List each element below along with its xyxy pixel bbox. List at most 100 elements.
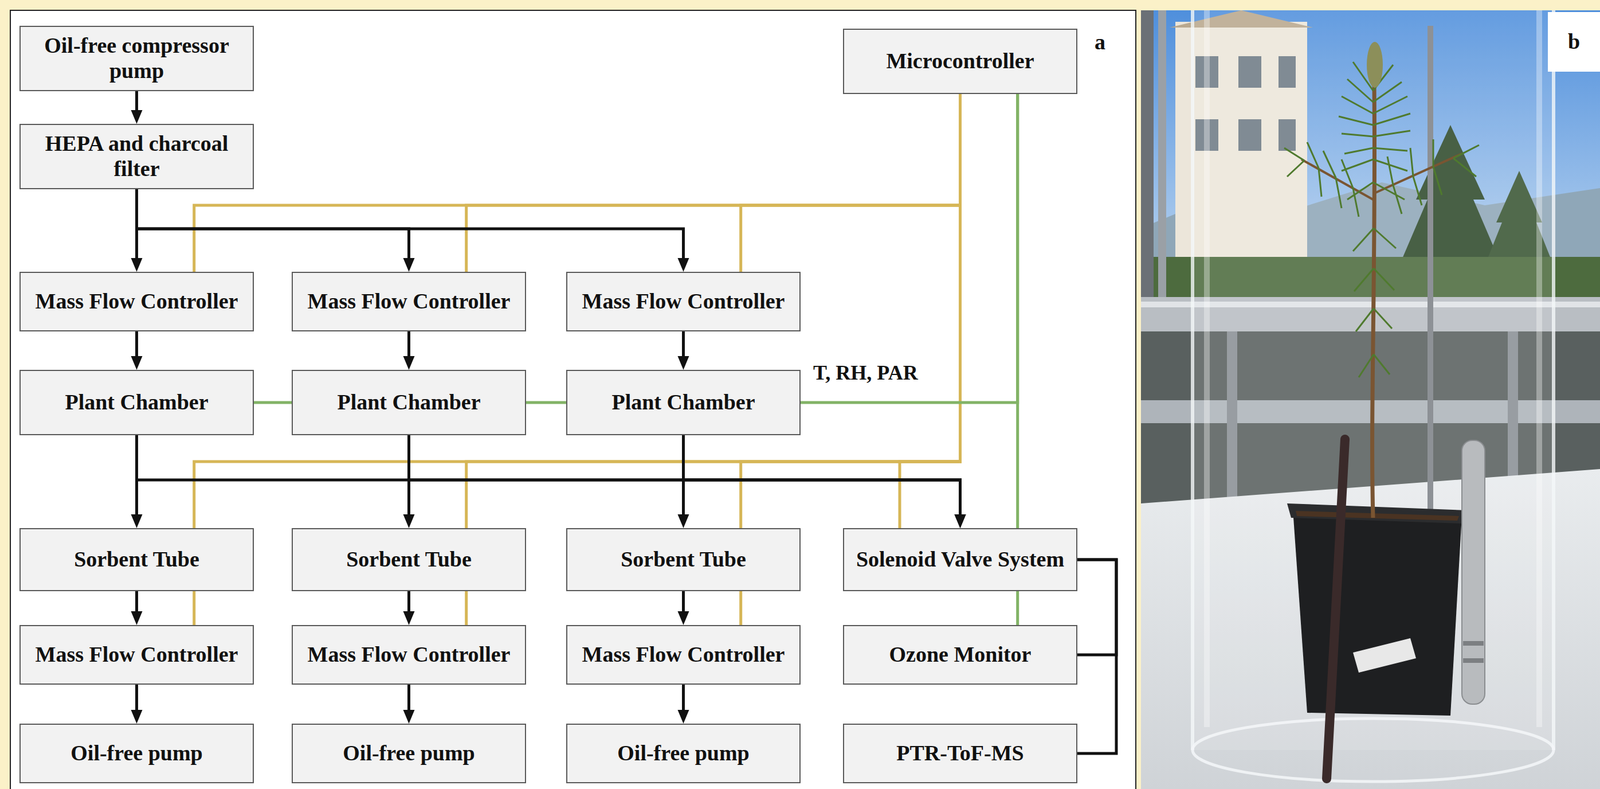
arrow-head: [954, 514, 967, 528]
arrow-head: [403, 514, 415, 528]
process-box: Plant Chamber: [566, 369, 801, 435]
arrow-head: [677, 610, 690, 625]
sensor-probe: [1461, 440, 1485, 704]
control-wire-line: [899, 93, 961, 528]
arrow-head: [403, 355, 415, 370]
flow-arrow: [677, 331, 690, 370]
sensor-wire-line: [526, 401, 567, 405]
flow-arrow-line: [135, 91, 139, 112]
panel-a-frame: [10, 10, 1136, 789]
flow-arrow: [403, 684, 415, 724]
arrow-head: [131, 514, 143, 528]
flow-arrow-line: [136, 189, 410, 260]
box-label: Mass Flow Controller: [307, 288, 511, 315]
flow-arrow: [136, 189, 415, 272]
box-label: Solenoid Valve System: [856, 546, 1065, 572]
metal-rod: [1427, 25, 1434, 525]
box-label: Oil-free pump: [617, 740, 749, 766]
flow-arrow-line: [681, 331, 685, 358]
process-box: Sorbent Tube: [19, 527, 254, 591]
flow-arrow: [136, 434, 967, 528]
sensor-wire: [253, 402, 292, 403]
box-label: Mass Flow Controller: [35, 288, 239, 315]
plant-chamber-photo: [1140, 10, 1600, 789]
flow-arrow: [677, 684, 690, 724]
sensor-wire-line: [253, 401, 292, 405]
arrow-head: [954, 514, 967, 528]
flow-arrow-line: [135, 684, 139, 712]
flow-arrow: [136, 189, 690, 272]
box-label: Oil-free pump: [70, 740, 203, 766]
process-box: Plant Chamber: [19, 369, 254, 435]
process-box: PTR-ToF-MS: [842, 723, 1078, 783]
box-label: Mass Flow Controller: [582, 641, 786, 668]
process-box: Microcontroller: [842, 28, 1078, 94]
flow-arrow: [683, 434, 967, 528]
box-label: Oil-free compressor pump: [28, 33, 246, 84]
sensor-wire-line: [800, 93, 1018, 403]
flow-arrow: [403, 331, 415, 370]
arrow-head: [677, 257, 690, 272]
box-label: Microcontroller: [885, 48, 1034, 74]
control-wire: [899, 93, 961, 528]
signal-label: T, RH, PAR: [810, 361, 921, 385]
sensor-wire: [800, 93, 1018, 403]
flow-arrow-line: [136, 434, 961, 516]
arrow-head: [131, 355, 143, 370]
box-label: Mass Flow Controller: [582, 288, 786, 315]
box-label: Mass Flow Controller: [307, 641, 511, 668]
panel-letter: b: [1547, 12, 1600, 72]
flow-arrow: [131, 331, 143, 370]
pot-rim: [1287, 503, 1468, 524]
flow-arrow-line: [683, 434, 961, 516]
process-box: Plant Chamber: [291, 369, 527, 435]
box-label: Plant Chamber: [611, 389, 755, 415]
plant-stem: [1372, 84, 1375, 518]
process-box: Sorbent Tube: [566, 527, 801, 591]
control-wire: [194, 93, 961, 272]
arrow-head: [403, 257, 415, 272]
flow-arrow: [131, 91, 143, 124]
process-box: Oil-free compressor pump: [19, 25, 254, 92]
plant-branch: [1301, 153, 1462, 200]
arrow-head: [131, 110, 143, 124]
flow-arrow: [677, 590, 690, 625]
control-wire-line: [466, 93, 961, 272]
box-label: Oil-free pump: [342, 740, 475, 766]
process-box: Mass Flow Controller: [291, 271, 527, 332]
arrow-head: [131, 610, 143, 625]
arrow-head: [403, 610, 415, 625]
arrow-head: [954, 514, 967, 528]
process-box: Mass Flow Controller: [566, 271, 801, 332]
pine-needles: [1284, 61, 1480, 378]
flow-arrow-line: [135, 590, 139, 613]
flow-arrow-line: [681, 590, 685, 613]
arrow-head: [131, 257, 143, 272]
box-label: Plant Chamber: [336, 389, 481, 415]
process-box: Mass Flow Controller: [19, 271, 254, 332]
arrow-head: [677, 355, 690, 370]
control-wire-line: [740, 93, 961, 272]
panel-letter: a: [1094, 29, 1106, 56]
sensor-stripe: [1463, 640, 1484, 646]
arrow-head: [131, 709, 143, 724]
soil: [1295, 510, 1460, 521]
box-label: Plant Chamber: [64, 389, 209, 415]
process-box: Oil-free pump: [566, 723, 801, 783]
arrow-head: [677, 514, 690, 528]
glass-highlight: [1204, 10, 1210, 727]
process-box: Ozone Monitor: [842, 624, 1078, 685]
box-label: Sorbent Tube: [73, 546, 200, 572]
dark-rod: [1326, 438, 1345, 779]
flow-arrow-line: [681, 684, 685, 712]
flow-arrow-line: [135, 331, 139, 358]
process-box: Mass Flow Controller: [291, 624, 527, 685]
process-box: Oil-free pump: [291, 723, 527, 783]
process-box: Mass Flow Controller: [566, 624, 801, 685]
pine-bud: [1366, 41, 1383, 88]
arrow-head: [403, 709, 415, 724]
glass-base: [1192, 718, 1554, 782]
flow-arrow: [409, 434, 967, 528]
